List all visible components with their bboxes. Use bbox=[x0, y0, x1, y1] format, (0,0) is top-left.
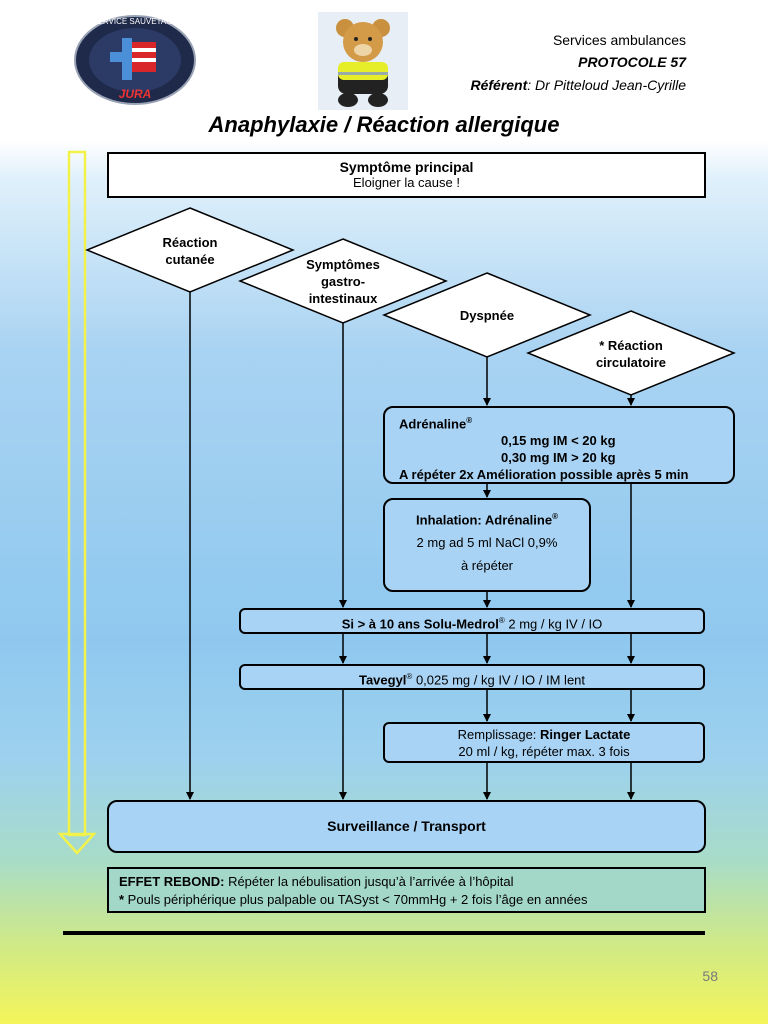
protocol-number: PROTOCOLE 57 bbox=[578, 54, 686, 70]
diamond-label-circulatoire: * Réaction circulatoire bbox=[581, 337, 681, 371]
inhalation-repeat: à répéter bbox=[460, 558, 514, 574]
circulatoire-line-2: circulatoire bbox=[595, 355, 667, 370]
yellow-progress-arrow bbox=[57, 150, 97, 855]
main-symptom-box: Symptôme principal Eloigner la cause ! bbox=[107, 152, 706, 198]
adrenaline-repeat: A répéter 2x Amélioration possible après… bbox=[399, 467, 689, 483]
solumedrol-dose: 2 mg / kg IV / IO bbox=[504, 616, 603, 632]
cutanee-line-1: Réaction bbox=[162, 235, 218, 250]
referent-name: : Dr Pitteloud Jean-Cyrille bbox=[527, 77, 686, 93]
remplissage-line-2: 20 ml / kg, répéter max. 3 fois bbox=[458, 744, 630, 759]
inhalation-title: Inhalation: Adrénaline® bbox=[416, 512, 558, 528]
referent-label: Référent bbox=[470, 77, 528, 93]
diamond-label-gastro: Symptômes gastro- intestinaux bbox=[293, 256, 393, 307]
diamond-label-cutanee: Réaction cutanée bbox=[140, 234, 240, 268]
cutanee-line-2: cutanée bbox=[165, 252, 215, 267]
service-sauvetage-jura-logo: SERVICE SAUVETAGE JURA bbox=[74, 15, 196, 105]
effet-rebond-line: EFFET REBOND: Répéter la nébulisation ju… bbox=[119, 874, 514, 889]
adrenaline-im-box: Adrénaline® 0,15 mg IM < 20 kg 0,30 mg I… bbox=[383, 406, 735, 484]
tavegyl-dose: 0,025 mg / kg IV / IO / IM lent bbox=[412, 672, 586, 688]
dyspnee-line-1: Dyspnée bbox=[459, 308, 515, 323]
gastro-line-3: intestinaux bbox=[308, 291, 378, 306]
main-symptom-title: Symptôme principal bbox=[339, 159, 474, 175]
gastro-line-1: Symptômes bbox=[306, 257, 380, 272]
page-title: Anaphylaxie / Réaction allergique bbox=[208, 112, 560, 137]
circulatoire-line-1: * Réaction bbox=[599, 338, 663, 353]
remplissage-line-1: Remplissage: Ringer Lactate bbox=[457, 727, 631, 742]
effet-rebond-box: EFFET REBOND: Répéter la nébulisation ju… bbox=[107, 867, 706, 913]
adrenaline-dose-2: 0,30 mg IM > 20 kg bbox=[501, 450, 616, 466]
pouls-note-line: * Pouls périphérique plus palpable ou TA… bbox=[119, 892, 588, 907]
diamond-label-dyspnee: Dyspnée bbox=[437, 307, 537, 324]
inhalation-box: Inhalation: Adrénaline® 2 mg ad 5 ml NaC… bbox=[383, 498, 591, 592]
service-name: Services ambulances bbox=[552, 32, 686, 48]
solumedrol-box: Si > à 10 ans Solu-Medrol® 2 mg / kg IV … bbox=[239, 608, 705, 634]
svg-text:JURA: JURA bbox=[119, 87, 152, 101]
bottom-rule bbox=[63, 931, 705, 935]
main-symptom-note: Eloigner la cause ! bbox=[353, 175, 460, 190]
remplissage-box: Remplissage: Ringer Lactate 20 ml / kg, … bbox=[383, 722, 705, 763]
gastro-line-2: gastro- bbox=[320, 274, 366, 289]
svg-text:SERVICE SAUVETAGE: SERVICE SAUVETAGE bbox=[92, 17, 178, 26]
inhalation-dose: 2 mg ad 5 ml NaCl 0,9% bbox=[416, 535, 558, 551]
adrenaline-title: Adrénaline® bbox=[399, 416, 473, 432]
tavegyl-box: Tavegyl® 0,025 mg / kg IV / IO / IM lent bbox=[239, 664, 705, 690]
solumedrol-drug: Si > à 10 ans Solu-Medrol bbox=[341, 616, 499, 632]
surveillance-transport-box: Surveillance / Transport bbox=[107, 800, 706, 853]
tavegyl-drug: Tavegyl bbox=[358, 672, 407, 688]
teddy-bear-image bbox=[318, 12, 408, 110]
page-number: 58 bbox=[702, 968, 718, 984]
referent-line: Référent: Dr Pitteloud Jean-Cyrille bbox=[470, 77, 686, 93]
adrenaline-dose-1: 0,15 mg IM < 20 kg bbox=[501, 433, 616, 449]
